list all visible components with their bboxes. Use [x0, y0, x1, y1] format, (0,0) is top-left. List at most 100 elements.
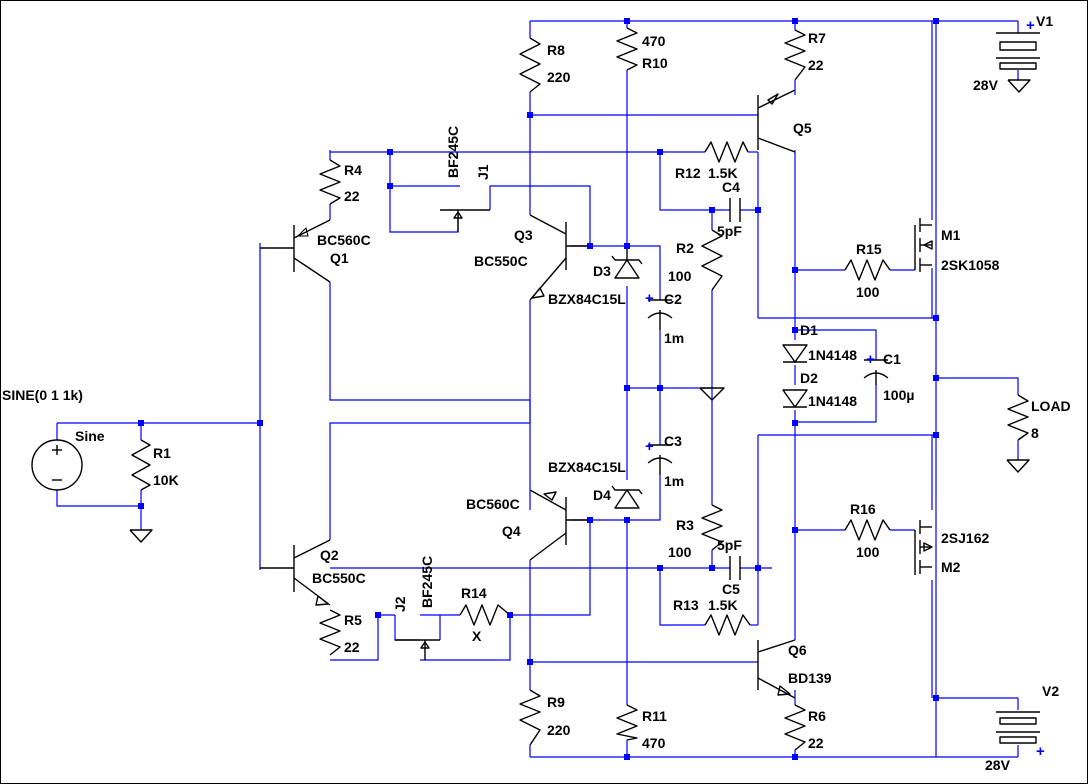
resistor-r2 — [701, 229, 723, 291]
v2-value: 28V — [985, 757, 1011, 773]
c3-value: 1m — [664, 473, 684, 489]
transistor-q4 — [529, 489, 590, 561]
q4-label: Q4 — [502, 523, 521, 539]
r13-value: 1.5K — [708, 597, 738, 613]
mosfet-m1 — [914, 218, 933, 272]
r12-label: R12 — [675, 165, 701, 181]
transistor-q5 — [757, 89, 796, 153]
ground-input — [129, 529, 153, 543]
c1-label: C1 — [883, 351, 901, 367]
d2-value: 1N4148 — [808, 393, 857, 409]
v1-plus-sign: + — [1026, 17, 1035, 34]
j1-label: J1 — [475, 164, 491, 180]
m2-label: M2 — [941, 559, 961, 575]
transistor-q1 — [260, 219, 331, 283]
r4-label: R4 — [344, 162, 362, 178]
r3-value: 100 — [668, 544, 692, 560]
v2-plus-sign: + — [1036, 743, 1045, 760]
r9-label: R9 — [547, 694, 565, 710]
r1-value: 10K — [153, 472, 179, 488]
c4-value: 5pF — [717, 223, 742, 239]
capacitor-c2 — [647, 299, 673, 330]
jfet-j1 — [440, 209, 490, 232]
r10-label: R10 — [642, 55, 668, 71]
capacitor-c4 — [729, 198, 741, 222]
mosfet-m2 — [914, 520, 933, 575]
load-value: 8 — [1031, 425, 1039, 441]
c3-plus-sign: + — [645, 438, 654, 455]
resistor-r9 — [519, 689, 541, 746]
r8-value: 220 — [547, 69, 571, 85]
sine-source — [31, 439, 83, 491]
d4-model: BZX84C15L — [548, 459, 626, 475]
resistor-r12 — [704, 141, 749, 163]
r4-value: 22 — [344, 188, 360, 204]
m2-model: 2SJ162 — [941, 530, 989, 546]
d3-label: D3 — [593, 263, 611, 279]
resistor-r11 — [616, 704, 638, 741]
q1-label: Q1 — [330, 250, 349, 266]
ground-load — [1006, 459, 1030, 473]
m1-label: M1 — [941, 227, 961, 243]
labels: V1 28V V2 28V R8 220 470 R10 R7 22 Q5 R4… — [2, 13, 1071, 773]
q3-label: Q3 — [514, 227, 533, 243]
q4-model: BC560C — [466, 496, 520, 512]
resistor-r10 — [616, 27, 638, 71]
r10-value: 470 — [642, 33, 666, 49]
resistor-r13 — [704, 614, 751, 636]
j2-label: J2 — [392, 596, 408, 612]
r7-label: R7 — [808, 30, 826, 46]
q2-label: Q2 — [320, 547, 339, 563]
capacitor-c3 — [647, 444, 673, 475]
r2-value: 100 — [668, 268, 692, 284]
r8-label: R8 — [547, 42, 565, 58]
transistor-q6 — [757, 639, 796, 699]
resistor-r1 — [131, 439, 151, 491]
d3-model: BZX84C15L — [548, 291, 626, 307]
q6-label: Q6 — [788, 642, 807, 658]
resistor-r8 — [519, 37, 541, 93]
diode-d2 — [782, 389, 808, 408]
c2-label: C2 — [664, 291, 682, 307]
c2-plus-sign: + — [645, 290, 654, 307]
d1-label: D1 — [800, 322, 818, 338]
q2-model: BC550C — [312, 570, 366, 586]
r6-label: R6 — [808, 708, 826, 724]
battery-v1 — [996, 32, 1040, 93]
resistor-r3 — [701, 504, 723, 551]
resistor-r5 — [319, 609, 341, 656]
c3-label: C3 — [664, 433, 682, 449]
junctions — [138, 18, 939, 760]
r16-value: 100 — [856, 544, 880, 560]
zener-d3 — [611, 248, 643, 279]
jfet-j2 — [395, 639, 440, 660]
r14-label: R14 — [461, 585, 487, 601]
wires — [56, 20, 1019, 758]
v1-label: V1 — [1036, 13, 1053, 29]
j1-model: BF245C — [445, 126, 461, 178]
r2-label: R2 — [676, 240, 694, 256]
c5-value: 5pF — [717, 537, 742, 553]
resistor-r4 — [319, 159, 341, 205]
d2-label: D2 — [800, 370, 818, 386]
resistor-r6 — [784, 704, 806, 751]
resistor-r7 — [784, 29, 806, 81]
r5-value: 22 — [344, 639, 360, 655]
source-spec: SINE(0 1 1k) — [2, 387, 83, 403]
j2-model: BF245C — [419, 556, 435, 608]
r12-value: 1.5K — [708, 165, 738, 181]
capacitor-c5 — [729, 556, 741, 580]
resistor-load — [1007, 394, 1029, 441]
zener-d4 — [611, 485, 643, 509]
components — [31, 27, 1040, 751]
c1-plus-sign: + — [866, 351, 875, 368]
diode-d1 — [782, 344, 808, 363]
r3-label: R3 — [676, 517, 694, 533]
q3-model: BC550C — [474, 253, 528, 269]
r15-label: R15 — [856, 241, 882, 257]
r11-value: 470 — [642, 735, 666, 751]
r14-value: X — [472, 628, 482, 644]
resistor-r15 — [844, 259, 891, 281]
q1-model: BC560C — [317, 232, 371, 248]
